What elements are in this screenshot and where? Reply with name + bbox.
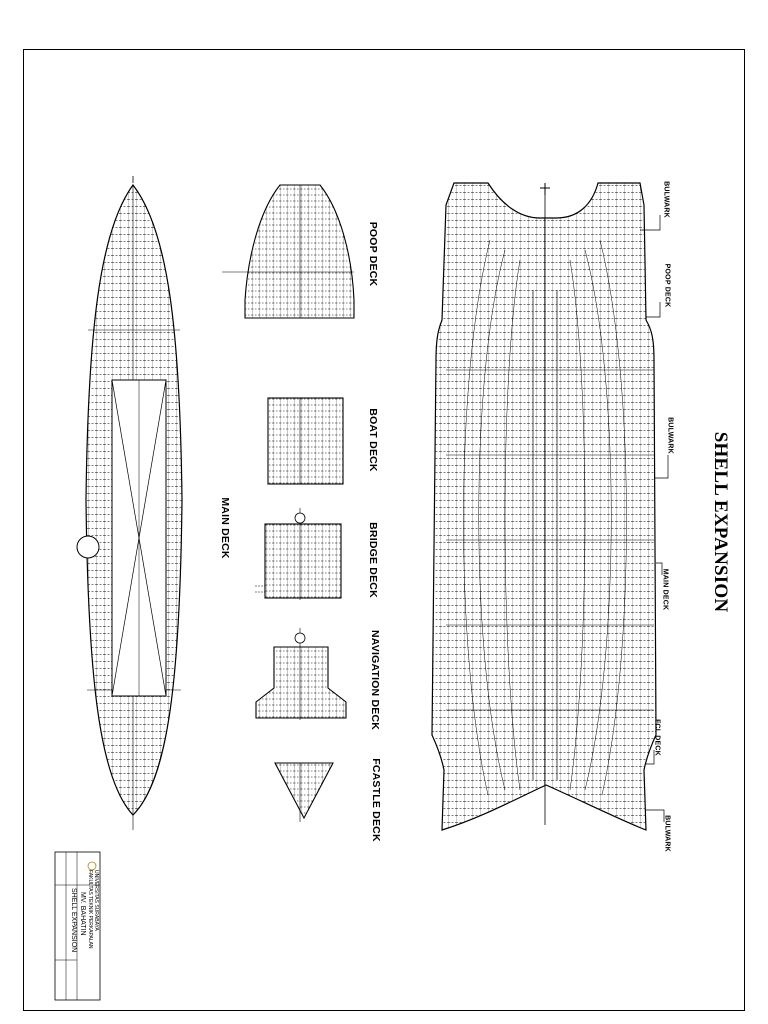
callout-bulwark-mid: BULWARK <box>666 417 674 454</box>
label-boat-deck: BOAT DECK <box>367 408 379 472</box>
navigation-deck-plan <box>255 628 347 720</box>
callout-main-deck: MAIN DECK <box>661 568 669 611</box>
drawing-frame <box>23 49 745 1011</box>
tb-university: UNIVERSITAS SURABAYA <box>93 870 99 931</box>
label-navigation-deck: NAVIGATION DECK <box>369 629 381 731</box>
label-poop-deck: POOP DECK <box>367 221 379 287</box>
callout-bulwark-fwd: BULWARK <box>663 815 671 852</box>
tb-faculty: FAKULTAS TEKNIK PERKAPALAN <box>87 870 93 949</box>
shell-expansion-plan <box>431 182 669 831</box>
callout-bulwark-aft: BULWARK <box>662 181 670 218</box>
tb-ship: MV. BAHATIN <box>79 892 86 936</box>
title-block <box>54 851 101 1001</box>
label-bridge-deck: BRIDGE DECK <box>367 522 379 598</box>
boat-deck-plan <box>267 397 344 485</box>
drawing-title: SHELL EXPANSION <box>710 431 731 613</box>
main-deck-plan <box>76 176 183 830</box>
title-block-text: UNIVERSITAS SURABAYA FAKULTAS TEKNIK PER… <box>55 852 100 1000</box>
callout-fcl-deck: FCL DECK <box>653 719 661 756</box>
label-fcastle-deck: FCASTLE DECK <box>370 758 382 842</box>
label-main-deck: MAIN DECK <box>219 497 231 559</box>
tb-drawing: SHELL EXPANSION <box>70 888 77 953</box>
bridge-deck-plan <box>255 508 342 600</box>
poop-deck-plan <box>222 184 355 319</box>
fcastle-deck-plan <box>274 762 334 822</box>
callout-poop-deck: POOP DECK <box>663 263 671 308</box>
